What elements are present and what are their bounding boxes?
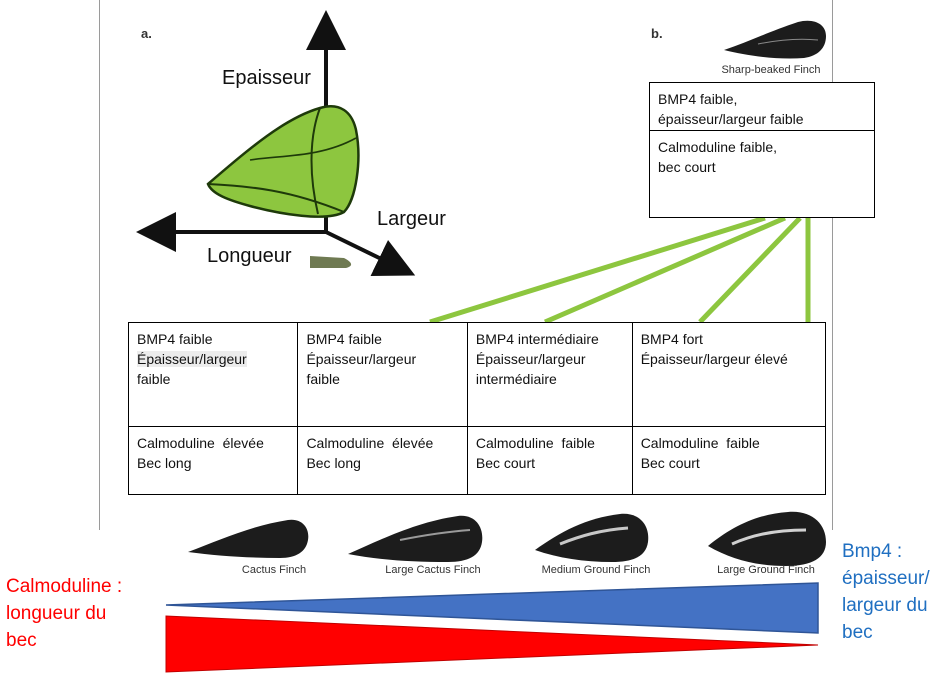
calmodulin-legend-line: bec <box>6 630 37 651</box>
top-box-calmodulin-line2: bec court <box>658 159 716 175</box>
table-bmp4-line: Épaisseur/largeur <box>306 351 417 367</box>
table-bmp4-line: intermédiaire <box>475 371 557 387</box>
table-calmodulin-line: Calmoduline faible <box>640 435 760 451</box>
table-bmp4-line: BMP4 faible <box>306 331 382 347</box>
gradient-wedges <box>165 582 819 673</box>
table-calmodulin-line: Bec court <box>640 455 700 471</box>
table-calmodulin-cell: Calmoduline faible Bec court <box>466 426 633 495</box>
connector-line-1 <box>429 215 766 325</box>
calmodulin-legend-line: longueur du <box>6 603 107 624</box>
table-calmodulin-line: Bec long <box>137 455 192 471</box>
width-axis <box>325 230 416 276</box>
table-calmodulin-line: Calmoduline faible <box>475 435 595 451</box>
top-box-bmp4-line2: épaisseur/largeur faible <box>658 111 804 127</box>
table-calmodulin-line: Calmoduline élevée <box>137 435 264 451</box>
sharp-beaked-finch-box: BMP4 faible, épaisseur/largeur faible Ca… <box>649 82 875 218</box>
beak-shape-contour-3 <box>249 137 357 161</box>
species-expression-table: BMP4 faible Épaisseur/largeur faible BMP… <box>127 322 827 495</box>
table-bmp4-cell: BMP4 faible Épaisseur/largeur faible <box>127 322 299 427</box>
beak-shape <box>206 105 360 218</box>
finch-beaks-row <box>188 511 826 566</box>
length-swatch <box>310 256 352 268</box>
top-box-bmp4-line1: BMP4 faible, <box>658 91 738 107</box>
table-bmp4-cell: BMP4 faible Épaisseur/largeur faible <box>297 322 468 427</box>
calmodulin-wedge <box>165 615 819 673</box>
table-calmodulin-line: Bec long <box>306 455 361 471</box>
axis-label-thickness: Epaisseur <box>222 67 311 89</box>
calmodulin-legend-line: Calmoduline : <box>6 576 123 597</box>
table-calmodulin-cell: Calmoduline élevée Bec long <box>127 426 299 495</box>
large-ground-finch-caption: Large Ground Finch <box>717 564 815 576</box>
axis-label-width: Largeur <box>377 208 446 230</box>
table-bmp4-line: Épaisseur/largeur <box>475 351 586 367</box>
bmp4-legend-line: épaisseur/ <box>842 568 930 589</box>
table-bmp4-line: Épaisseur/largeur <box>137 351 247 367</box>
table-calmodulin-cell: Calmoduline élevée Bec long <box>297 426 468 495</box>
bmp4-legend-line: bec <box>842 622 873 643</box>
table-bmp4-line: BMP4 intermédiaire <box>475 331 599 347</box>
large-ground-finch-beak <box>708 511 826 566</box>
top-box-calmodulin-line1: Calmoduline faible, <box>658 139 778 155</box>
bmp4-wedge <box>165 582 819 634</box>
table-bmp4-cell: BMP4 fort Épaisseur/largeur élevé <box>631 322 827 427</box>
top-box-calmodulin-cell: Calmoduline faible, bec court <box>650 131 874 183</box>
medium-ground-finch-caption: Medium Ground Finch <box>541 564 651 576</box>
sharp-beaked-finch-beak <box>724 20 826 59</box>
table-calmodulin-line: Bec court <box>475 455 536 471</box>
large-cactus-finch-beak <box>348 515 483 562</box>
medium-ground-finch-beak <box>535 513 649 562</box>
table-calmodulin-cell: Calmoduline faible Bec court <box>631 426 827 495</box>
table-bmp4-line: BMP4 fort <box>640 331 703 347</box>
beak-shape-contour-2 <box>310 107 321 215</box>
cactus-finch-beak <box>188 519 309 558</box>
bmp4-legend-label: Bmp4 : épaisseur/ largeur du bec <box>842 538 930 646</box>
table-bmp4-line: faible <box>137 371 171 387</box>
table-bmp4-cell: BMP4 intermédiaire Épaisseur/largeur int… <box>466 322 633 427</box>
bmp4-legend-line: Bmp4 : <box>842 541 903 562</box>
table-bmp4-line: faible <box>306 371 340 387</box>
calmodulin-legend-label: Calmoduline : longueur du bec <box>6 573 122 654</box>
connector-line-2 <box>544 215 786 325</box>
table-calmodulin-line: Calmoduline élevée <box>306 435 434 451</box>
beak-shape-contour-1 <box>207 183 345 213</box>
sharp-beaked-finch-caption: Sharp-beaked Finch <box>721 64 821 76</box>
axis-label-length: Longueur <box>207 245 292 267</box>
table-bmp4-line: BMP4 faible <box>137 331 213 347</box>
cactus-finch-caption: Cactus Finch <box>241 564 307 576</box>
connector-line-3 <box>698 216 802 324</box>
top-box-bmp4-cell: BMP4 faible, épaisseur/largeur faible <box>650 83 874 131</box>
table-bmp4-line: Épaisseur/largeur élevé <box>640 351 788 367</box>
bmp4-legend-line: largeur du <box>842 595 928 616</box>
beak-shape-3d-diagram <box>136 10 416 276</box>
panel-b-letter: b. <box>651 26 663 41</box>
large-cactus-finch-caption: Large Cactus Finch <box>385 564 481 576</box>
panel-a-letter: a. <box>141 26 152 41</box>
